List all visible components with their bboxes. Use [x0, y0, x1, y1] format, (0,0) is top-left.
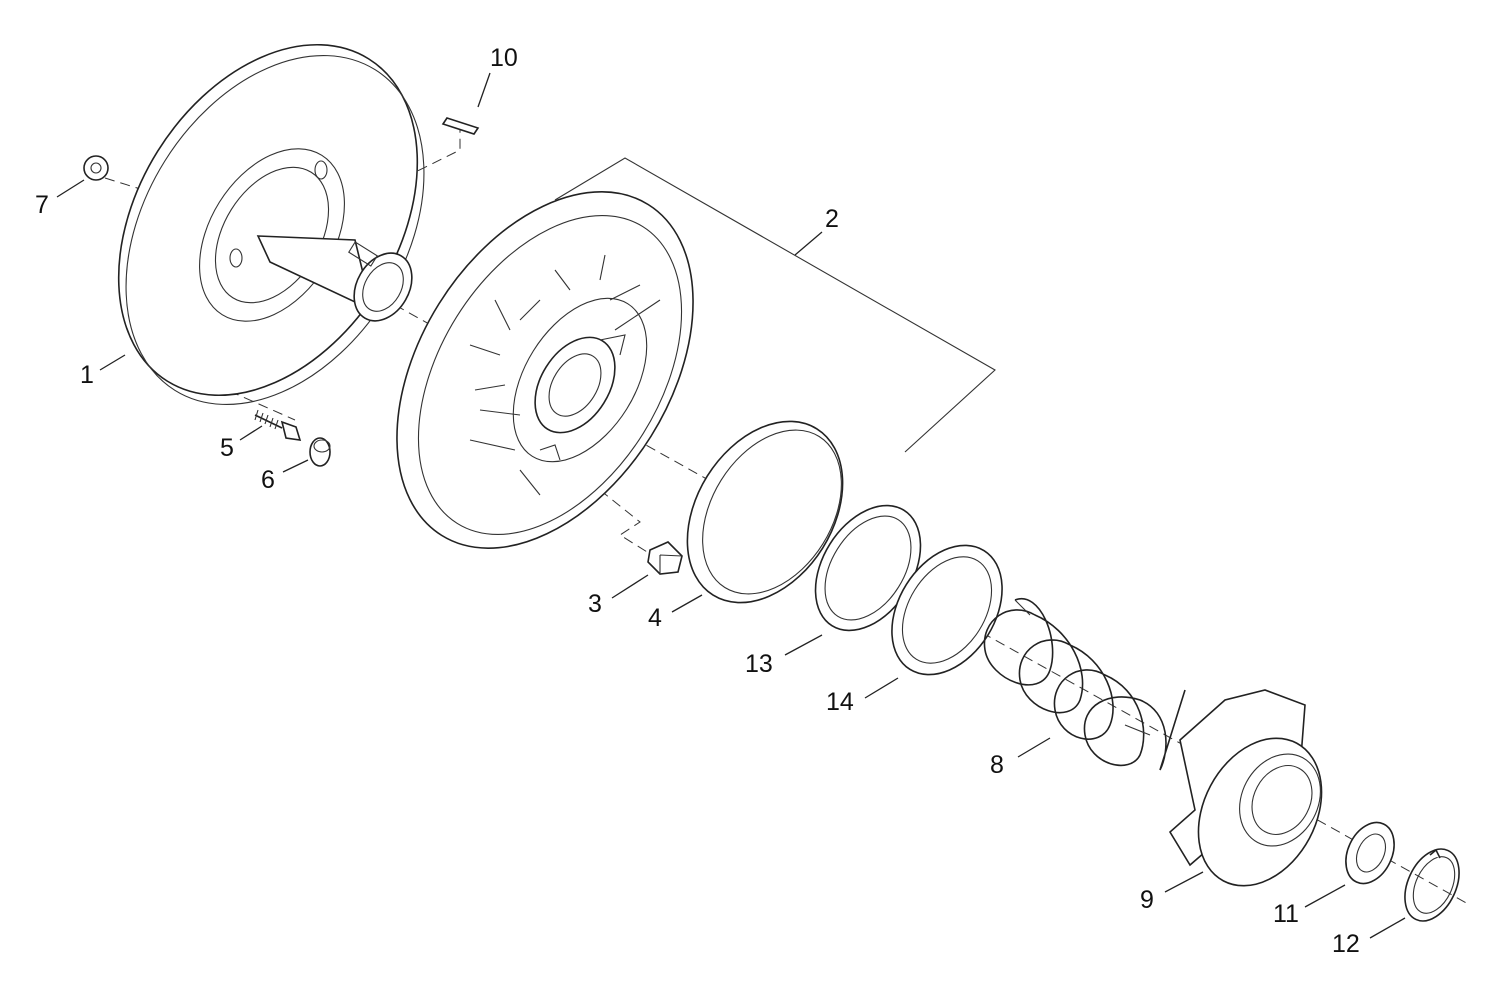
- part-2-bracket: [554, 157, 996, 453]
- seal-part-14: [891, 544, 1003, 676]
- callout-10: 10: [490, 44, 518, 72]
- spring-part-8: [983, 597, 1186, 771]
- callout-6: 6: [261, 466, 275, 494]
- callout-11: 11: [1273, 900, 1299, 928]
- cam-part-9: [1168, 689, 1323, 887]
- circlip-part-12: [1404, 848, 1460, 922]
- callout-13: 13: [745, 650, 773, 678]
- callout-2: 2: [825, 205, 839, 233]
- key-part-10: [441, 117, 480, 135]
- cap-part-6: [309, 437, 331, 467]
- leader-lines: [56, 72, 1406, 939]
- callout-5: 5: [220, 434, 234, 462]
- ring-part-4: [686, 420, 844, 604]
- screw-part-5: [254, 409, 302, 441]
- callout-4: 4: [648, 604, 662, 632]
- callout-9: 9: [1140, 886, 1154, 914]
- callout-labels: 1 2 3 4 5 6 7 8 9 10 11 12 13 14: [35, 44, 1360, 958]
- movable-sheave-part-2: [396, 191, 694, 549]
- fixed-sheave-part-1: [117, 43, 425, 406]
- callout-7: 7: [35, 191, 49, 219]
- seal-part-13: [814, 504, 922, 632]
- callout-14: 14: [826, 688, 854, 716]
- washer-part-11: [1345, 821, 1395, 885]
- callout-1: 1: [80, 361, 94, 389]
- callout-12: 12: [1332, 930, 1360, 958]
- slider-part-3: [647, 541, 683, 575]
- callout-3: 3: [588, 590, 602, 618]
- nut-part-7: [83, 155, 109, 181]
- callout-8: 8: [990, 751, 1004, 779]
